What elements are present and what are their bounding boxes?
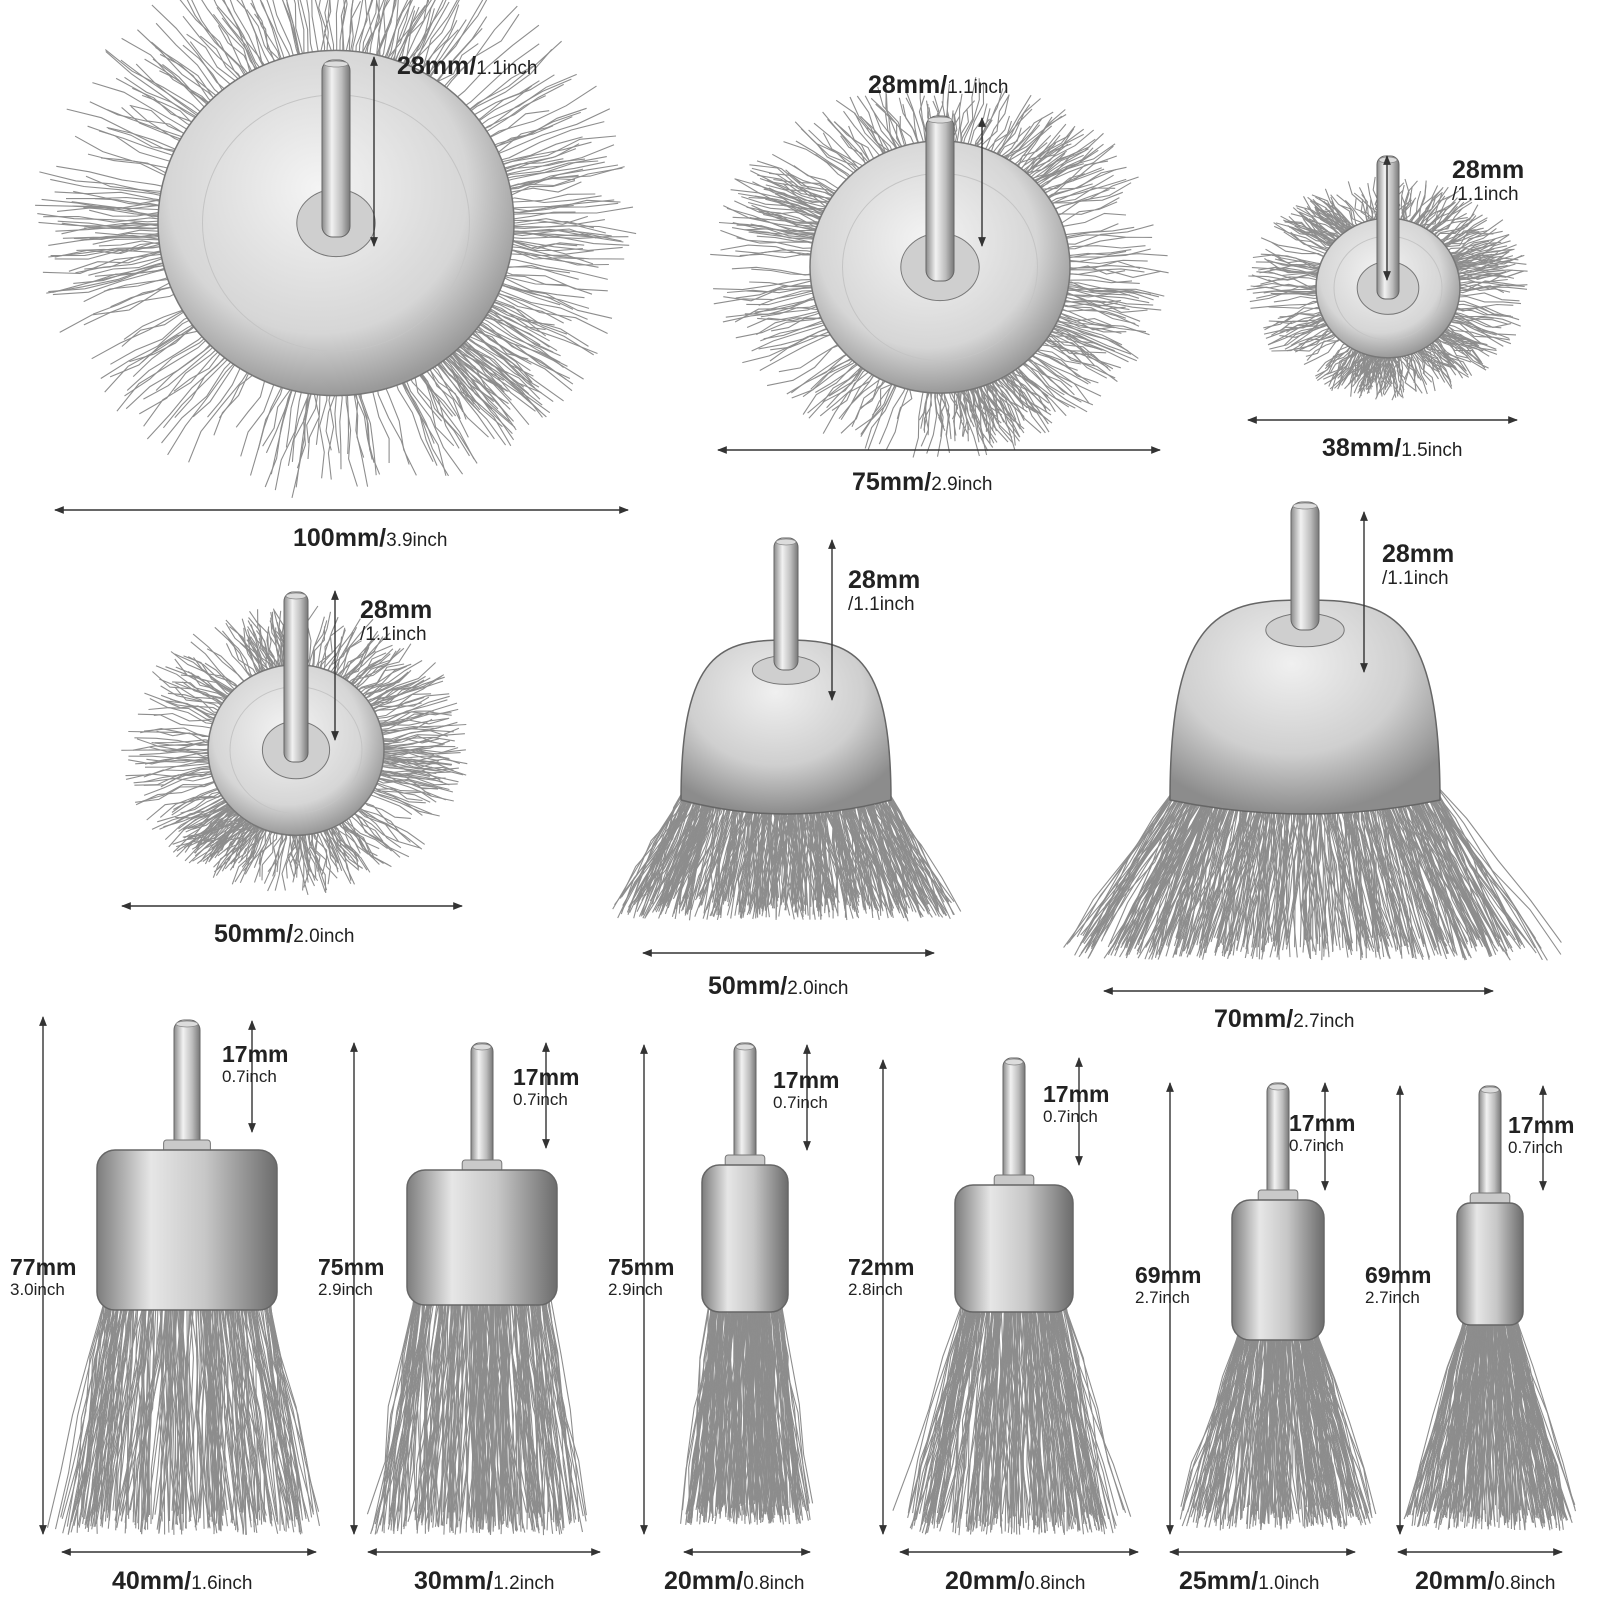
end-4-width-label: 20mm/0.8inch [945,1567,1086,1595]
cup-1-housing [680,639,892,815]
end-3-bristles [680,1305,814,1525]
disc-4-bristles [121,605,468,896]
cup-1-shank-label: 28mm/1.1inch [848,566,921,615]
end-6-body [1456,1202,1524,1326]
disc-2-shank [925,115,955,282]
end-4-shank [1002,1057,1026,1192]
cup-2-housing [1169,599,1441,815]
end-5-shank-tip [1268,1083,1288,1091]
disc-1-shank [321,59,351,238]
end-3-width-label: 20mm/0.8inch [664,1567,805,1595]
metal-parts [96,49,1524,1341]
disc-4-width-label: 50mm/2.0inch [214,920,355,948]
cup-2-shank-label: 28mm/1.1inch [1382,540,1455,589]
disc-1-shank-tip [323,60,349,68]
end-2-shank-tip [472,1043,492,1051]
end-6-width-label: 20mm/0.8inch [1415,1567,1556,1595]
end-2-shank [470,1042,494,1177]
end-1-shank-tip [175,1020,199,1028]
disc-3-shank [1376,155,1400,300]
disc-4-shank-label: 28mm/1.1inch [360,596,433,645]
end-3-shank [733,1042,757,1172]
end-6-bristles [1403,1318,1577,1531]
cup-2-shank [1290,501,1320,631]
disc-4-shank-tip [285,592,307,600]
end-5-shank [1266,1082,1290,1207]
end-2-body [406,1169,558,1306]
end-2-bristles [366,1298,587,1536]
end-4-bristles [892,1305,1132,1536]
end-2-width-label: 30mm/1.2inch [414,1567,555,1595]
disc-2-shank-label: 28mm/1.1inch [868,71,1009,99]
end-5-bristles [1179,1333,1377,1531]
disc-3-shank-label: 28mm/1.1inch [1452,156,1525,205]
end-4-body [954,1184,1074,1313]
cup-1-width-label: 50mm/2.0inch [708,972,849,1000]
disc-1-width-label: 100mm/3.9inch [293,524,448,552]
disc-4-shank [283,591,309,763]
dimension-lines [39,56,1563,1556]
end-4-shank-tip [1004,1058,1024,1066]
disc-2-shank-tip [927,116,953,124]
end-1-bristles [46,1303,321,1535]
cup-1-shank [773,537,799,671]
end-5-body [1231,1199,1325,1341]
end-3-shank-tip [735,1043,755,1051]
cup-2-shank-tip [1292,502,1318,510]
cup-1-shank-tip [775,538,797,546]
end-6-shank-tip [1480,1086,1500,1094]
end-6-shank [1478,1085,1502,1210]
cup-2-width-label: 70mm/2.7inch [1214,1005,1355,1033]
cup-2-bristles [1063,779,1562,961]
disc-3-shank-tip [1378,156,1398,164]
disc-2-width-label: 75mm/2.9inch [852,468,993,496]
disc-3-width-label: 38mm/1.5inch [1322,434,1463,462]
end-1-shank [173,1019,201,1157]
end-1-width-label: 40mm/1.6inch [112,1567,253,1595]
disc-1-shank-label: 28mm/1.1inch [397,52,538,80]
end-5-width-label: 25mm/1.0inch [1179,1567,1320,1595]
end-3-body [701,1164,789,1313]
end-1-body [96,1149,278,1311]
